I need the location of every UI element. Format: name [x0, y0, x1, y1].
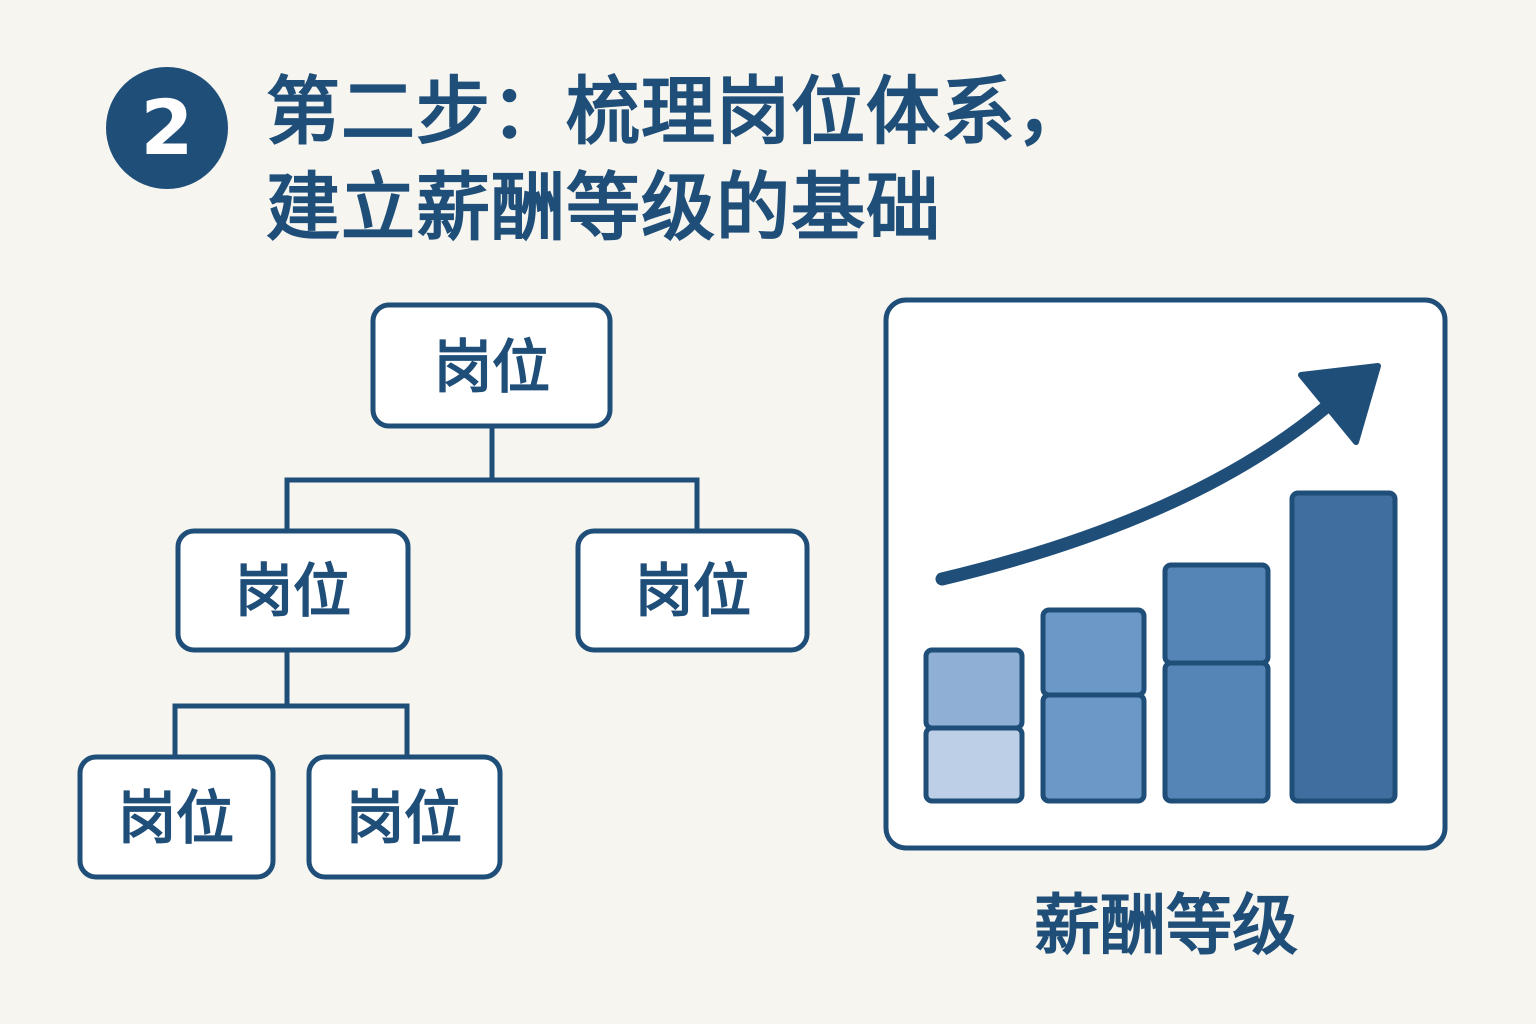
rising-arrow-head-icon — [1298, 363, 1381, 445]
salary-bar-1 — [923, 647, 1025, 804]
org-node-level2-left-box — [175, 528, 411, 653]
salary-bar-3-top — [1162, 562, 1271, 666]
salary-bar-2 — [1040, 607, 1147, 804]
org-node-root-label: 岗位 — [434, 333, 550, 401]
org-node-level3-right-box — [306, 754, 503, 880]
salary-bar-4 — [1289, 490, 1398, 804]
salary-bar-1-bottom — [923, 725, 1025, 804]
org-node-root: 岗位 — [370, 302, 613, 429]
org-node-root-box — [370, 302, 613, 429]
title-line-1: 第二步：梳理岗位体系， — [266, 69, 1091, 155]
salary-bar-2-bottom — [1040, 692, 1147, 804]
salary-bar-2-top — [1040, 607, 1147, 698]
salary-level-caption: 薪酬等级 — [1034, 887, 1298, 964]
org-node-level2-left: 岗位 — [175, 528, 411, 653]
salary-bar-3 — [1162, 562, 1271, 804]
salary-bar-3-bottom — [1162, 660, 1271, 804]
title-line-2: 建立薪酬等级的基础 — [266, 165, 941, 251]
org-chart-connectors — [172, 423, 700, 760]
step-number: 2 — [140, 83, 194, 172]
org-node-level3-right-label: 岗位 — [346, 784, 462, 852]
org-node-level3-left: 岗位 — [77, 754, 276, 880]
org-node-level2-right: 岗位 — [575, 528, 810, 653]
org-node-level2-right-label: 岗位 — [635, 557, 751, 625]
org-node-level2-right-box — [575, 528, 810, 653]
org-node-level3-right: 岗位 — [306, 754, 503, 880]
org-node-level3-left-label: 岗位 — [118, 784, 234, 852]
rising-arrow-shaft — [935, 401, 1332, 586]
salary-chart — [883, 297, 1448, 851]
org-node-level3-left-box — [77, 754, 276, 880]
page-title: 第二步：梳理岗位体系， 建立薪酬等级的基础 — [266, 64, 1091, 256]
org-node-level2-left-label: 岗位 — [235, 557, 351, 625]
step-number-badge: 2 — [106, 67, 228, 189]
salary-bar-1-top — [923, 647, 1025, 731]
